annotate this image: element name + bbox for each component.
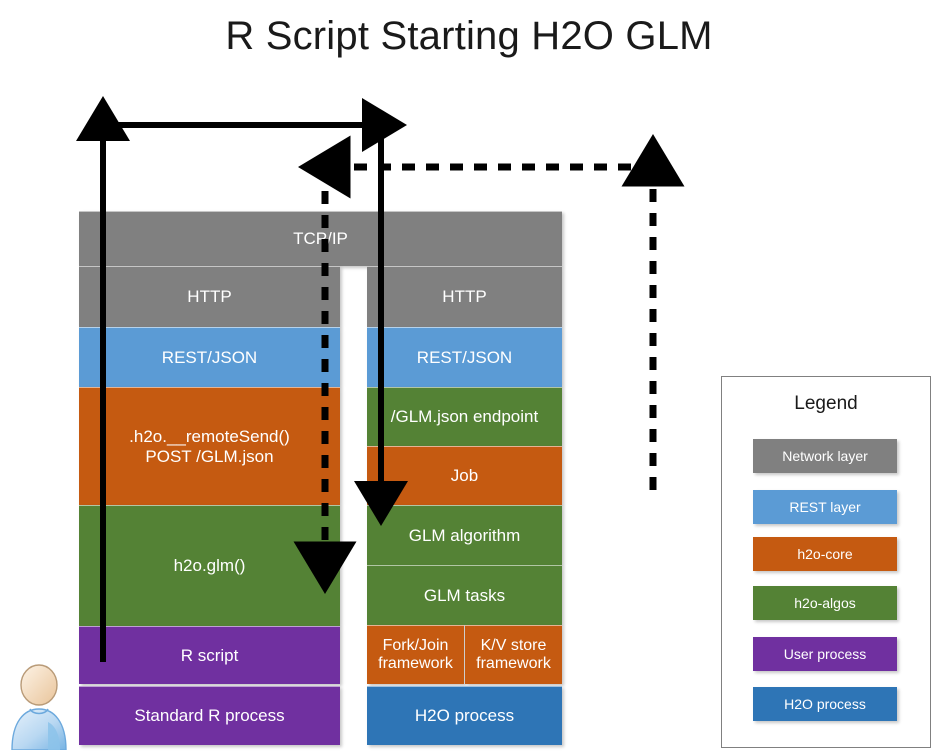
right-band-restjson-label: REST/JSON [416, 347, 513, 367]
right-band-job: Job [367, 446, 562, 505]
user-icon [11, 664, 67, 750]
left-band-restjson-label: REST/JSON [161, 347, 258, 367]
left-band-standard-r-process: Standard R process [79, 686, 340, 745]
right-band-kv-store-framework-label: K/V store framework [476, 636, 551, 672]
left-band-h2oglm-label: h2o.glm() [173, 556, 246, 576]
legend-item-rest-layer-label: REST layer [789, 499, 861, 515]
right-band-http-label: HTTP [442, 287, 487, 307]
left-band-rscript: R script [79, 626, 340, 684]
right-band-glm-tasks: GLM tasks [367, 565, 562, 625]
legend-item-network-layer-label: Network layer [782, 448, 868, 464]
left-band-rscript-label: R script [180, 645, 239, 665]
right-band-forkjoin-framework: Fork/Join framework [367, 625, 464, 684]
right-band-h2o-process-label: H2O process [414, 706, 515, 726]
right-band-glmjson-endpoint: /GLM.json endpoint [367, 387, 562, 446]
legend-item-h2o-algos-label: h2o-algos [794, 595, 856, 611]
right-band-glmjson-endpoint-label: /GLM.json endpoint [390, 407, 539, 427]
left-band-h2oglm: h2o.glm() [79, 505, 340, 626]
left-band-http: HTTP [79, 266, 340, 327]
left-band-standard-r-process-label: Standard R process [134, 706, 285, 726]
left-band-restjson: REST/JSON [79, 327, 340, 387]
right-band-glm-tasks-label: GLM tasks [423, 585, 506, 605]
left-band-remotesend-label: .h2o.__remoteSend() POST /GLM.json [129, 426, 290, 466]
legend-item-network-layer: Network layer [753, 439, 897, 473]
legend-panel: Legend Network layer REST layer h2o-core… [721, 376, 931, 748]
right-band-forkjoin-framework-label: Fork/Join framework [378, 636, 453, 672]
legend-item-user-process: User process [753, 637, 897, 671]
band-tcpip-label: TCP/IP [293, 229, 348, 249]
right-band-h2o-process: H2O process [367, 686, 562, 745]
right-band-http: HTTP [367, 266, 562, 327]
legend-title: Legend [794, 393, 858, 414]
legend-item-h2o-core: h2o-core [753, 537, 897, 571]
legend-item-h2o-core-label: h2o-core [797, 546, 853, 562]
legend-item-h2o-process-label: H2O process [784, 696, 866, 712]
legend-item-h2o-process: H2O process [753, 687, 897, 721]
right-band-restjson: REST/JSON [367, 327, 562, 387]
band-tcpip: TCP/IP [79, 211, 562, 266]
legend-item-rest-layer: REST layer [753, 490, 897, 524]
left-band-http-label: HTTP [187, 287, 232, 307]
right-band-kv-store-framework: K/V store framework [465, 625, 562, 684]
right-band-glm-algorithm-label: GLM algorithm [408, 525, 521, 545]
legend-item-h2o-algos: h2o-algos [753, 586, 897, 620]
right-band-glm-algorithm: GLM algorithm [367, 505, 562, 565]
right-band-job-label: Job [450, 466, 479, 486]
left-band-remotesend: .h2o.__remoteSend() POST /GLM.json [79, 387, 340, 505]
page-title: R Script Starting H2O GLM [225, 14, 713, 58]
legend-item-user-process-label: User process [783, 646, 867, 662]
